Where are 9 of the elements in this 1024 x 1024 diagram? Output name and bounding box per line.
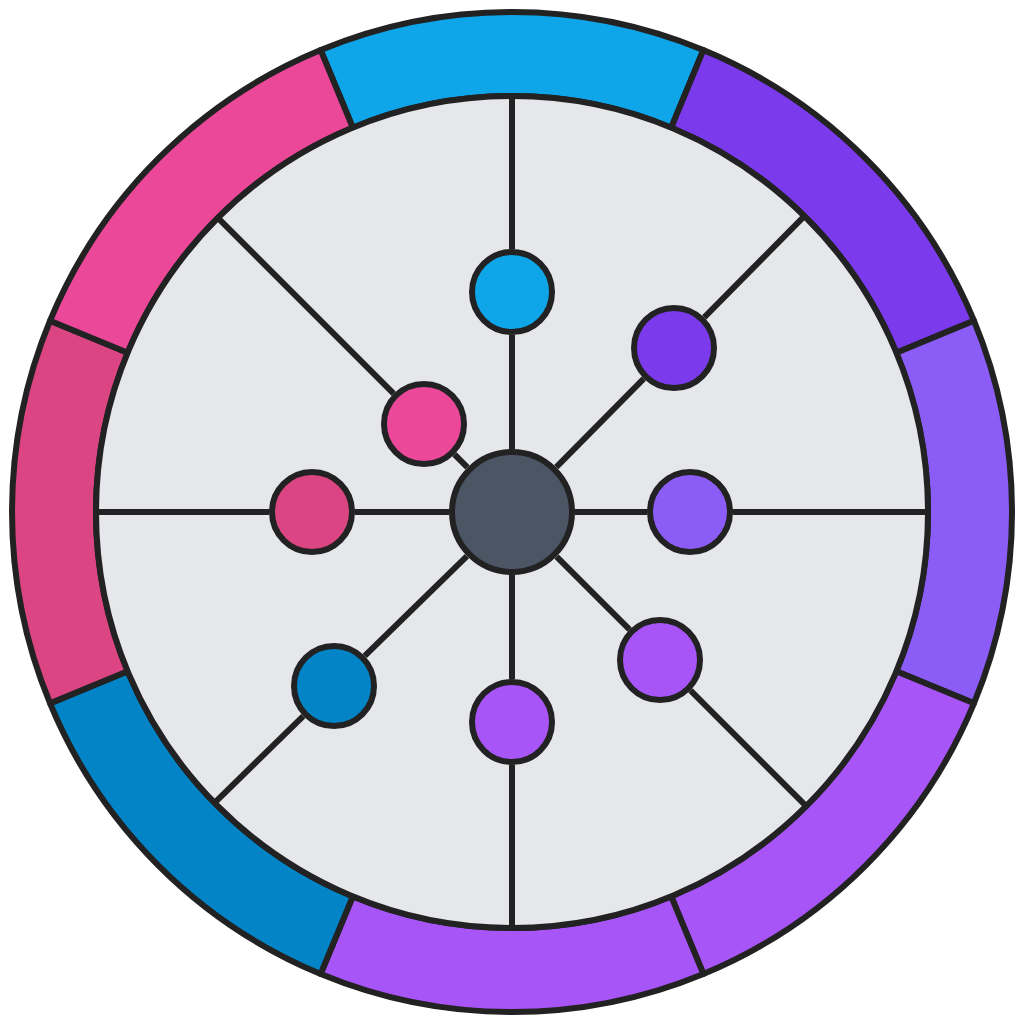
spoke-line	[509, 335, 515, 449]
spoke-line	[362, 553, 470, 659]
spoke-line	[355, 509, 449, 515]
spoke-line	[554, 554, 632, 632]
spoke-line	[575, 509, 647, 515]
spoke-line	[509, 575, 515, 679]
spoke-line	[554, 376, 646, 470]
spoke-line	[452, 452, 470, 470]
hub-circle	[449, 449, 575, 575]
